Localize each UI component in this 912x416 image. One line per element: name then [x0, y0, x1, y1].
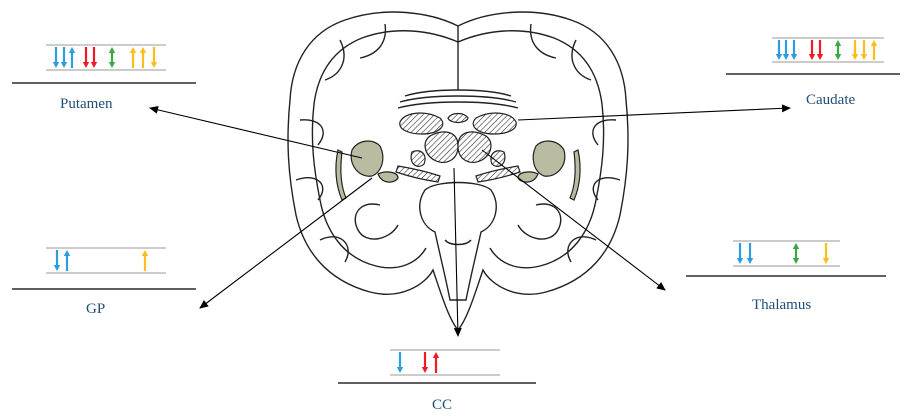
cc-label: CC [432, 397, 452, 414]
temporal-lobe-right [518, 204, 561, 239]
blue-up-arrow-icon [64, 250, 70, 271]
yellow-down-arrow-icon [852, 40, 858, 60]
thalamus-label: Thalamus [752, 297, 811, 314]
gp-right [518, 172, 538, 182]
temporal-lobe-left [355, 204, 398, 239]
yellow-up-arrow-icon [871, 40, 877, 60]
gp-panel [12, 248, 196, 289]
blue-down-arrow-icon [61, 47, 67, 68]
thalamus-left [425, 132, 458, 162]
claustrum-right [570, 150, 580, 200]
red-down-arrow-icon [422, 352, 428, 373]
gp-label: GP [86, 301, 105, 318]
brainstem [420, 183, 496, 301]
blue-down-arrow-icon [54, 250, 60, 271]
deep-structures [336, 113, 580, 200]
blue-down-arrow-icon [53, 47, 59, 68]
caudate-left [400, 113, 443, 134]
blue-down-arrow-icon [783, 40, 789, 60]
blue-down-arrow-icon [397, 352, 403, 373]
internal-capsule-left [396, 166, 440, 182]
pointer-caudate [518, 108, 790, 120]
gp-left [378, 172, 398, 182]
yellow-down-arrow-icon [861, 40, 867, 60]
yellow-down-arrow-icon [151, 47, 157, 68]
putamen-label: Putamen [60, 96, 113, 113]
corpus-callosum-genu [448, 114, 468, 123]
yellow-up-arrow-icon [130, 47, 136, 68]
cc-panel [338, 350, 536, 383]
green-bidirectional-arrow-icon [109, 47, 115, 68]
blue-up-arrow-icon [69, 47, 75, 68]
thalamus-panel [686, 241, 886, 276]
red-down-arrow-icon [91, 47, 97, 68]
putamen-panel [12, 45, 196, 83]
blue-down-arrow-icon [791, 40, 797, 60]
red-up-arrow-icon [433, 352, 439, 373]
caudate-right [473, 113, 516, 134]
caudate-panel [726, 38, 900, 74]
green-bidirectional-arrow-icon [835, 40, 841, 60]
yellow-up-arrow-icon [142, 250, 148, 271]
thalamus-right [458, 132, 491, 162]
pointer-cc [454, 168, 458, 336]
putamen-left [351, 141, 383, 176]
red-down-arrow-icon [809, 40, 815, 60]
putamen-right [533, 141, 565, 176]
yellow-down-arrow-icon [823, 243, 829, 264]
blue-down-arrow-icon [776, 40, 782, 60]
caudate-label: Caudate [806, 92, 855, 109]
pointer-thalamus [482, 150, 665, 290]
pointer-putamen [150, 108, 362, 158]
red-down-arrow-icon [83, 47, 89, 68]
green-bidirectional-arrow-icon [793, 243, 799, 264]
corpus-callosum [405, 90, 511, 96]
claustrum-left [336, 150, 346, 200]
yellow-up-arrow-icon [140, 47, 146, 68]
nucleus-left-small [411, 151, 425, 167]
blue-down-arrow-icon [737, 243, 743, 264]
blue-down-arrow-icon [747, 243, 753, 264]
red-down-arrow-icon [817, 40, 823, 60]
